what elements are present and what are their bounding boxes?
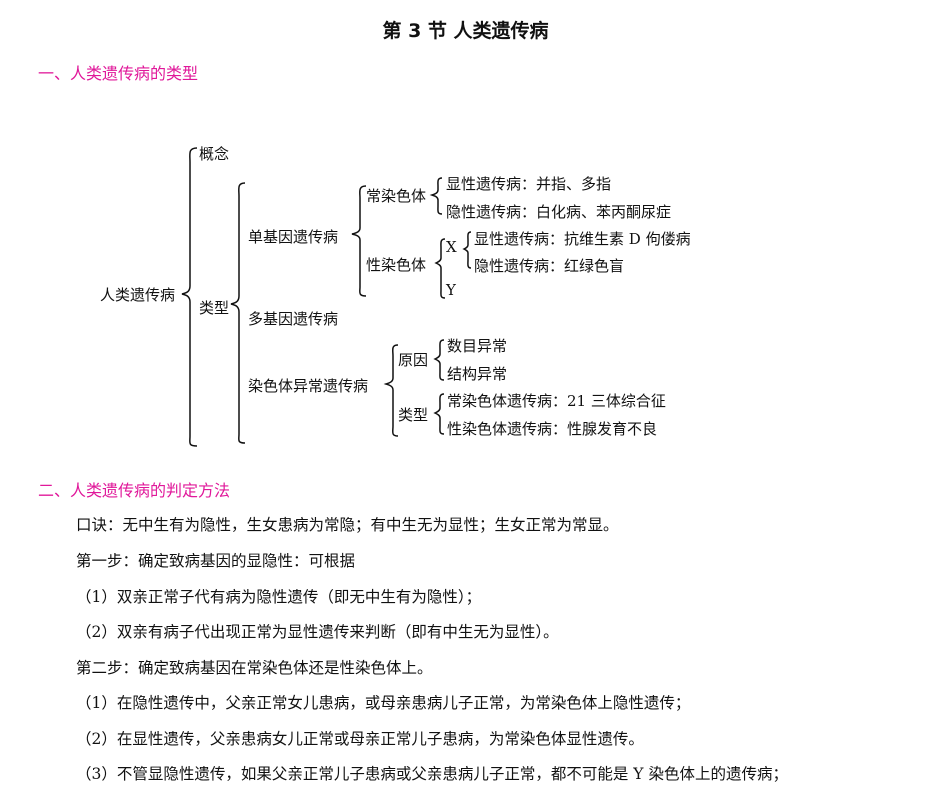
tree-chrom-type-label: 类型 bbox=[398, 406, 429, 424]
paragraph-step2-item1: （1）在隐性遗传中，父亲正常女儿患病，或母亲患病儿子正常，为常染色体上隐性遗传； bbox=[76, 694, 691, 712]
brace-x bbox=[462, 231, 472, 269]
brace-root bbox=[181, 147, 198, 447]
tree-chrom-type-autosomal: 常染色体遗传病：21 三体综合征 bbox=[447, 392, 666, 410]
tree-x-recessive: 隐性遗传病：红绿色盲 bbox=[474, 257, 625, 275]
tree-root-label: 人类遗传病 bbox=[100, 286, 176, 304]
paragraph-step1-item1: （1）双亲正常子代有病为隐性遗传（即无中生有为隐性）； bbox=[76, 588, 482, 606]
section-heading-methods: 二、人类遗传病的判定方法 bbox=[38, 481, 231, 500]
paragraph-step1-item2: （2）双亲有病子代出现正常为显性遗传来判断（即有中生无为显性）。 bbox=[76, 623, 559, 641]
tree-autosomal-dominant: 显性遗传病：并指、多指 bbox=[446, 175, 612, 193]
tree-cause-structure: 结构异常 bbox=[447, 365, 508, 383]
tree-cause-label: 原因 bbox=[398, 351, 429, 369]
brace-sex-chromosome bbox=[434, 238, 446, 299]
tree-chromosomal-label: 染色体异常遗传病 bbox=[248, 377, 369, 395]
page-title: 第 3 节 人类遗传病 bbox=[382, 20, 549, 42]
tree-multi-gene-label: 多基因遗传病 bbox=[248, 310, 339, 328]
tree-x-label: X bbox=[446, 238, 457, 256]
tree-cause-number: 数目异常 bbox=[447, 337, 508, 355]
paragraph-step1: 第一步：确定致病基因的显隐性：可根据 bbox=[76, 552, 356, 570]
tree-y-label: Y bbox=[446, 281, 456, 299]
tree-chrom-type-sex: 性染色体遗传病：性腺发育不良 bbox=[447, 420, 658, 438]
tree-type-label: 类型 bbox=[199, 299, 230, 317]
section-heading-types: 一、人类遗传病的类型 bbox=[38, 64, 199, 83]
tree-single-gene-label: 单基因遗传病 bbox=[248, 228, 339, 246]
paragraph-step2-item3: （3）不管显隐性遗传，如果父亲正常儿子患病或父亲患病儿子正常，都不可能是 Y 染… bbox=[76, 765, 788, 783]
paragraph-mnemonic: 口诀：无中生有为隐性，生女患病为常隐；有中生无为显性；生女正常为常显。 bbox=[76, 516, 619, 534]
brace-single-gene bbox=[351, 185, 367, 297]
tree-concept-label: 概念 bbox=[199, 145, 230, 163]
tree-autosomal-recessive: 隐性遗传病：白化病、苯丙酮尿症 bbox=[446, 203, 672, 221]
tree-sex-chromosome-label: 性染色体 bbox=[366, 256, 427, 274]
brace-autosomal bbox=[429, 177, 443, 215]
paragraph-step2-item2: （2）在显性遗传，父亲患病女儿正常或母亲正常儿子患病，为常染色体显性遗传。 bbox=[76, 730, 644, 748]
brace-chromosomal bbox=[383, 344, 399, 437]
tree-autosomal-label: 常染色体 bbox=[366, 187, 427, 205]
brace-type bbox=[230, 182, 246, 444]
brace-chrom-type bbox=[433, 393, 445, 435]
brace-cause bbox=[433, 339, 445, 381]
paragraph-step2: 第二步：确定致病基因在常染色体还是性染色体上。 bbox=[76, 659, 433, 677]
tree-x-dominant: 显性遗传病：抗维生素 D 佝偻病 bbox=[474, 230, 691, 248]
